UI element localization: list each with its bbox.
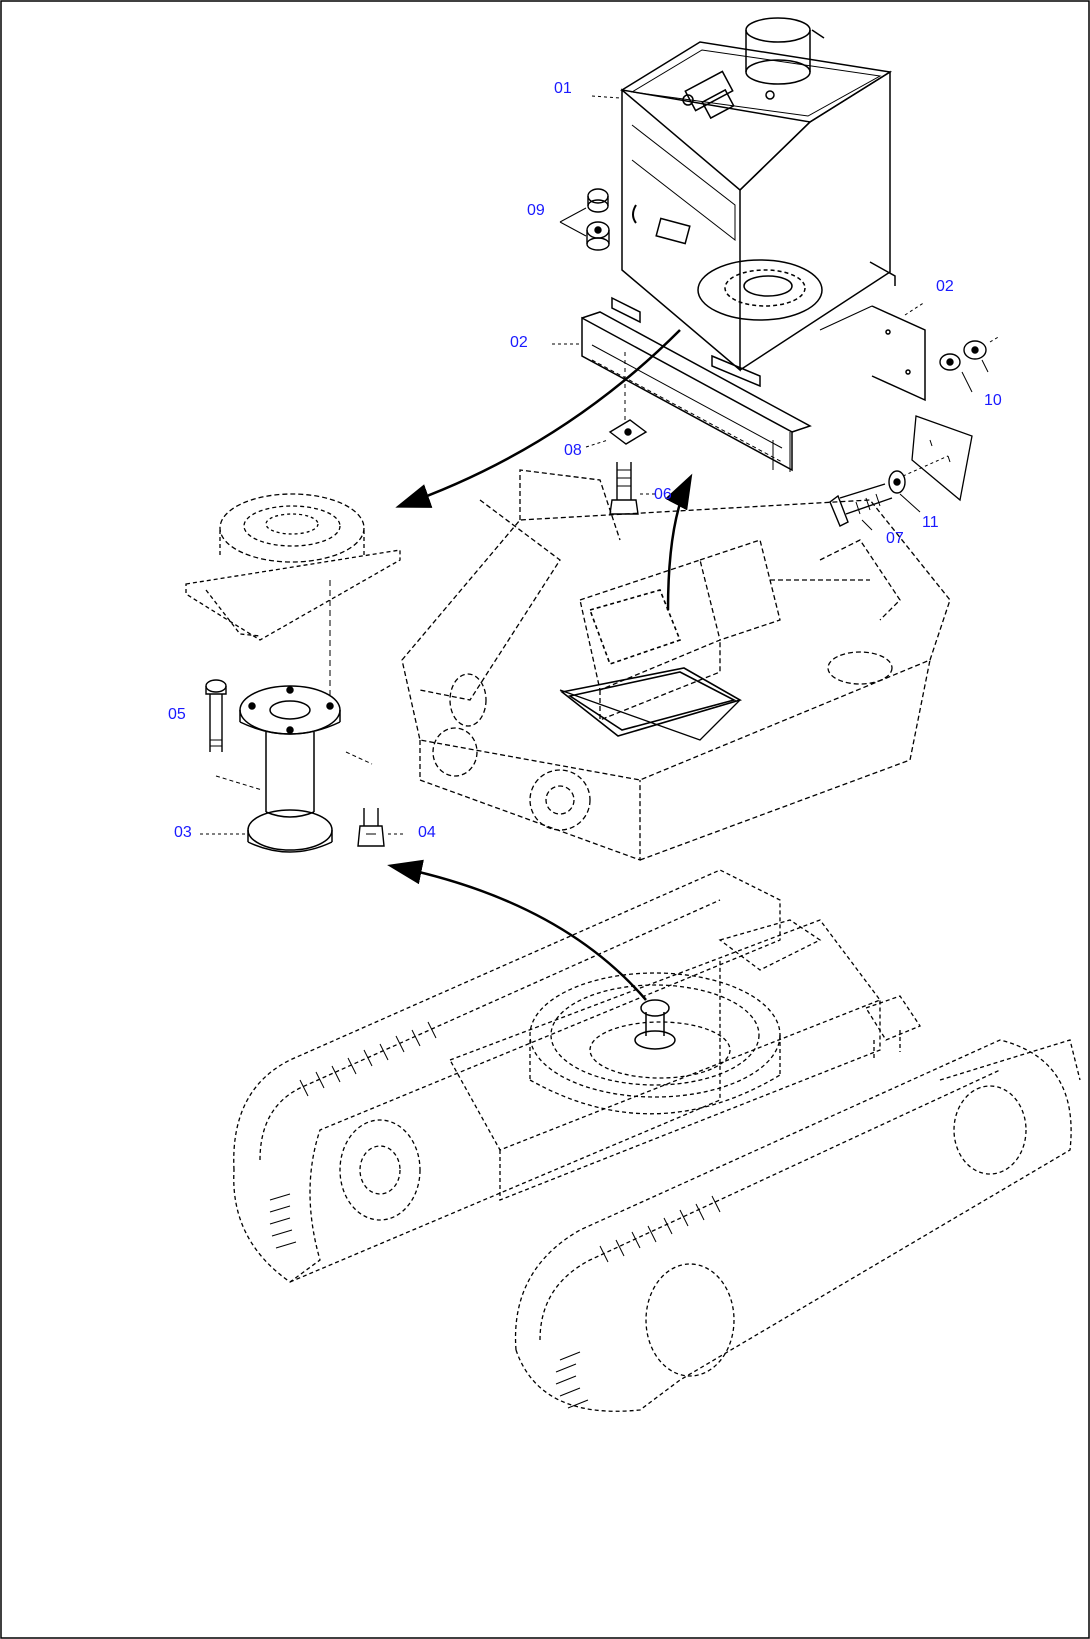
side-plate bbox=[911, 415, 973, 502]
callout-01: 01 bbox=[554, 80, 572, 97]
pump-support-block bbox=[560, 589, 743, 737]
swing-bearing-cover bbox=[185, 493, 401, 700]
mounting-bracket-left bbox=[552, 311, 812, 472]
washer-08 bbox=[585, 350, 648, 448]
callout-05: 05 bbox=[168, 706, 186, 723]
mounting-bracket-right bbox=[819, 301, 926, 402]
callout-09: 09 bbox=[527, 202, 545, 219]
callout-08: 08 bbox=[564, 442, 582, 459]
hydraulic-tank bbox=[591, 17, 896, 388]
nuts-10 bbox=[939, 335, 1001, 393]
bolt-07 bbox=[829, 483, 893, 531]
riser-column-03 bbox=[200, 685, 373, 853]
upper-structure-frame bbox=[401, 469, 951, 861]
callout-10: 10 bbox=[984, 392, 1002, 409]
callout-11: 11 bbox=[922, 514, 939, 531]
callout-06: 06 bbox=[654, 486, 672, 503]
callout-02-left: 02 bbox=[510, 334, 528, 351]
callout-03: 03 bbox=[174, 824, 192, 841]
nuts-09 bbox=[559, 188, 610, 251]
washer-11 bbox=[888, 455, 949, 513]
callout-04: 04 bbox=[418, 824, 436, 841]
assembly-arrows bbox=[387, 329, 693, 1001]
bolt-06 bbox=[609, 462, 655, 515]
callout-02-right: 02 bbox=[936, 278, 954, 295]
undercarriage bbox=[233, 869, 1081, 1412]
callout-07: 07 bbox=[886, 530, 904, 547]
center-swivel bbox=[634, 999, 676, 1050]
bolt-04 bbox=[357, 808, 404, 847]
bolt-05 bbox=[205, 679, 227, 752]
